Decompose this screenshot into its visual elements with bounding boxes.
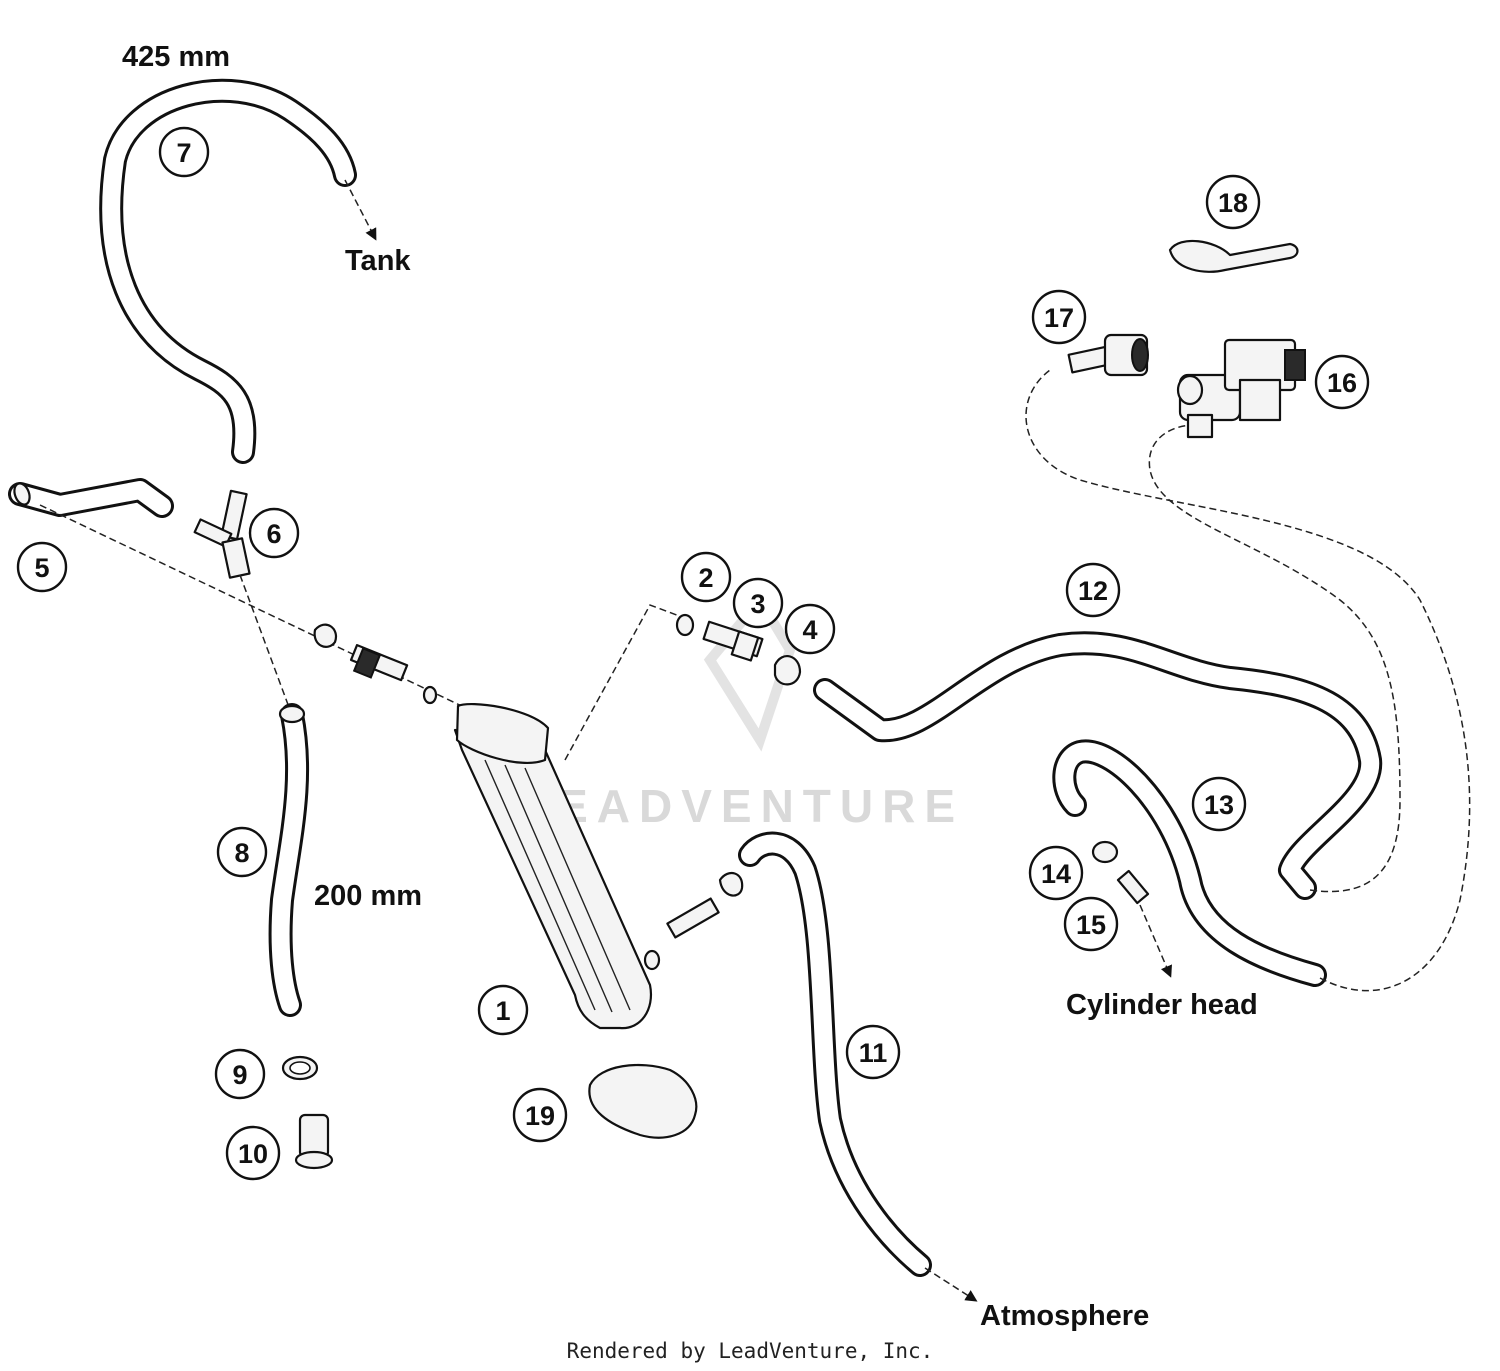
callout-11: 11 [845,1024,901,1080]
svg-text:6: 6 [266,519,281,549]
clamp-9 [281,1055,319,1081]
clamp-14 [1091,840,1119,864]
hose-7 [99,78,377,464]
callout-6: 6 [248,507,300,559]
valve-16 [1176,338,1306,439]
svg-text:17: 17 [1044,303,1074,333]
tank-label: Tank [345,245,411,277]
svg-text:2: 2 [698,563,713,593]
callout-8: 8 [216,826,268,878]
svg-text:16: 16 [1327,368,1357,398]
callout-2: 2 [680,551,732,603]
cap-10 [294,1113,334,1170]
clamp-4 [773,655,802,686]
svg-text:3: 3 [750,589,765,619]
o-ring-lower [643,949,661,971]
watermark: LEADVENTURE [520,591,964,832]
canister-1 [453,703,653,1030]
svg-text:5: 5 [34,553,49,583]
clamp-left [313,623,338,648]
callout-4: 4 [784,603,836,655]
svg-text:14: 14 [1041,859,1071,889]
nipple-lower [666,897,720,939]
length-label-200: 200 mm [314,880,422,912]
arrow-to-atmosphere [924,1267,978,1302]
svg-text:11: 11 [859,1038,888,1068]
bracket-18 [1168,239,1299,273]
pad-19 [588,1063,698,1139]
svg-text:13: 13 [1204,790,1234,820]
svg-text:10: 10 [238,1139,268,1169]
svg-text:4: 4 [802,615,817,645]
callout-3: 3 [732,577,784,629]
footer-credit: Rendered by LeadVenture, Inc. [567,1339,934,1363]
nipple-left [349,643,409,682]
nipple-3 [702,620,764,662]
svg-text:9: 9 [232,1060,247,1090]
watermark-text: LEADVENTURE [520,780,964,832]
arrow-to-cylinder-head [1139,904,1172,978]
callout-7: 7 [158,126,210,178]
callout-13: 13 [1191,776,1247,832]
callout-14: 14 [1028,845,1084,901]
hose-8 [268,703,310,1017]
callout-5: 5 [16,541,68,593]
cylinder-head-label: Cylinder head [1066,989,1258,1021]
callout-10: 10 [225,1125,281,1181]
svg-text:8: 8 [234,838,249,868]
hose-13 [1025,369,1471,992]
assembly-lines [39,504,691,761]
hose-11 [738,831,978,1302]
hose-12 [813,424,1401,900]
callout-15: 15 [1063,896,1119,952]
svg-text:1: 1 [495,996,510,1026]
callout-1: 1 [477,984,529,1036]
connector-17 [1067,333,1149,377]
callout-9: 9 [214,1048,266,1100]
callout-12: 12 [1065,562,1121,618]
hose-5 [8,478,174,518]
arrow-to-tank [344,179,377,241]
nipple-15 [1116,869,1172,978]
length-label-425: 425 mm [122,41,230,73]
svg-text:19: 19 [525,1101,555,1131]
callout-19: 19 [512,1087,568,1143]
svg-text:18: 18 [1218,188,1248,218]
callout-18: 18 [1205,174,1261,230]
o-ring-left [422,685,438,705]
callout-17: 17 [1031,289,1087,345]
svg-text:7: 7 [176,138,191,168]
svg-text:15: 15 [1076,910,1106,940]
callout-16: 16 [1314,354,1370,410]
clamp-lower [718,871,744,897]
svg-text:12: 12 [1078,576,1108,606]
o-ring-2 [675,613,695,637]
atmosphere-label: Atmosphere [980,1300,1149,1332]
t-fitting-6 [193,489,251,579]
